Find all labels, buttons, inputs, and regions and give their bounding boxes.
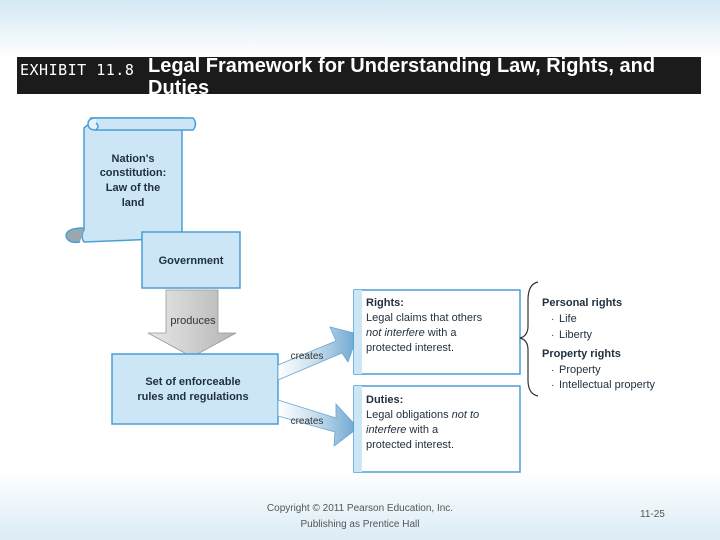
page-title: Legal Framework for Understanding Law, R…	[148, 55, 656, 95]
creates-arrow-top: creates	[277, 326, 359, 381]
government-label: Government	[159, 255, 224, 267]
duties-title: Duties:	[366, 394, 403, 406]
header-bar	[17, 57, 701, 94]
duties-line-1: Legal obligations not to	[366, 409, 479, 421]
creates-top-label: creates	[291, 351, 324, 362]
personal-item-life: Life	[559, 313, 577, 325]
rights-categories-list: Personal rights · Life · Liberty Propert…	[542, 297, 655, 391]
exhibit-label: EXHIBIT 11.8	[20, 61, 135, 79]
bullet-dot: ·	[551, 330, 554, 341]
property-item-intellectual: Intellectual property	[559, 379, 655, 391]
creates-bottom-label: creates	[291, 416, 324, 427]
rules-line-1: Set of enforceable	[145, 376, 240, 388]
property-item-property: Property	[559, 364, 601, 376]
bullet-dot: ·	[551, 365, 554, 376]
produces-label: produces	[170, 315, 216, 327]
copyright-notice: Copyright © 2011 Pearson Education, Inc.…	[245, 501, 475, 533]
personal-item-liberty: Liberty	[559, 329, 593, 341]
page-number: 11-25	[640, 509, 665, 520]
rights-box: Rights: Legal claims that others not int…	[353, 289, 521, 375]
government-box: Government	[141, 231, 241, 289]
personal-rights-heading: Personal rights	[542, 297, 622, 309]
copyright-line-2: Publishing as Prentice Hall	[300, 519, 420, 530]
rights-line-2: not interfere with a	[366, 327, 457, 339]
rights-line-3: protected interest.	[366, 342, 454, 354]
copyright-line-1: Copyright © 2011 Pearson Education, Inc.	[266, 503, 454, 514]
bullet-dot: ·	[551, 314, 554, 325]
property-rights-heading: Property rights	[542, 348, 621, 360]
constitution-scroll: Nation's constitution: Law of the land	[65, 117, 197, 244]
creates-arrow-bottom: creates	[277, 399, 359, 447]
rights-title: Rights:	[366, 297, 404, 309]
duties-line-3: protected interest.	[366, 439, 454, 451]
constitution-line-2: constitution:	[100, 167, 167, 179]
duties-box: Duties: Legal obligations not to interfe…	[353, 385, 521, 473]
bullet-dot: ·	[551, 380, 554, 391]
duties-line-2: interfere with a	[366, 424, 439, 436]
rights-brace	[519, 281, 539, 397]
produces-arrow: produces	[147, 289, 237, 358]
constitution-line-1: Nation's	[112, 153, 155, 165]
rules-box: Set of enforceable rules and regulations	[111, 353, 279, 425]
top-edge-glow	[0, 0, 720, 58]
rights-line-1: Legal claims that others	[366, 312, 483, 324]
constitution-line-3: Law of the	[106, 182, 160, 194]
rules-line-2: rules and regulations	[137, 391, 248, 403]
constitution-line-4: land	[122, 197, 145, 209]
